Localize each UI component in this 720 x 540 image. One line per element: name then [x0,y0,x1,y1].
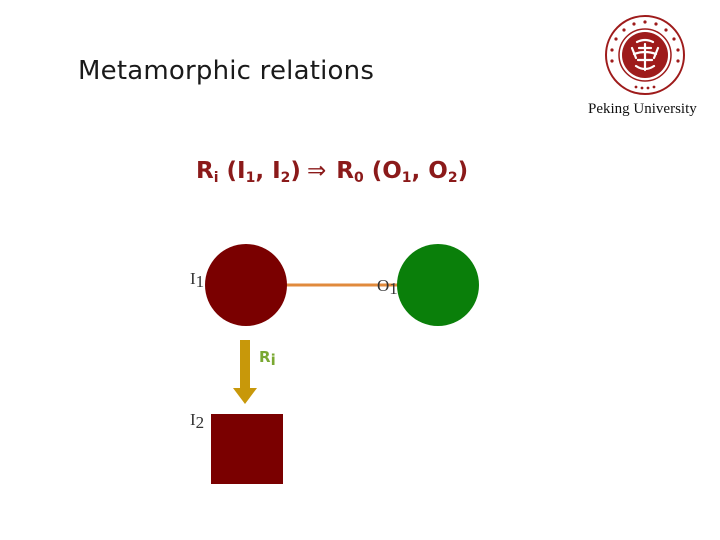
formula-outputs-mid: , O [411,158,448,184]
i2-label: I2 [190,410,204,432]
formula-o2-sub: 2 [447,170,458,186]
slide-title: Metamorphic relations [78,56,375,86]
formula-outputs-close: ) [457,158,469,184]
formula-ro-sub: 0 [353,170,364,186]
logo-outer-ring [605,15,685,95]
formula-i1-sub: 1 [245,170,256,186]
formula-ro: R [336,158,354,184]
relation-arrow-shaft [240,340,250,390]
peking-university-logo [605,15,685,95]
formula-o1-sub: 1 [401,170,412,186]
relation-ri-arrow [233,340,257,404]
logo-inner-ring [618,28,672,82]
formula-outputs-open: (O [371,158,402,184]
i1-label: I1 [190,269,204,291]
formula-inputs-mid: , I [255,158,281,184]
output-o1-node [397,244,479,326]
input-i2-node [211,414,283,484]
input-i1-node [205,244,287,326]
formula-implies-arrow: ⇒ [306,158,327,184]
formula-i2-sub: 2 [280,170,291,186]
o1-label: O1 [377,276,398,298]
formula-ri-sub: i [213,170,219,186]
formula-inputs-open: (I [226,158,246,184]
university-name: Peking University [588,101,697,117]
formula-inputs-close: ) [290,158,301,184]
logo-emblem-strokes [630,38,660,72]
relation-formula: Ri(I1, I2)⇒R0(O1, O2) [196,158,468,186]
logo-ring-lettering [610,20,680,90]
relation-ri-label: Ri [259,348,276,369]
formula-ri: R [196,158,214,184]
relation-arrow-head [233,388,257,404]
